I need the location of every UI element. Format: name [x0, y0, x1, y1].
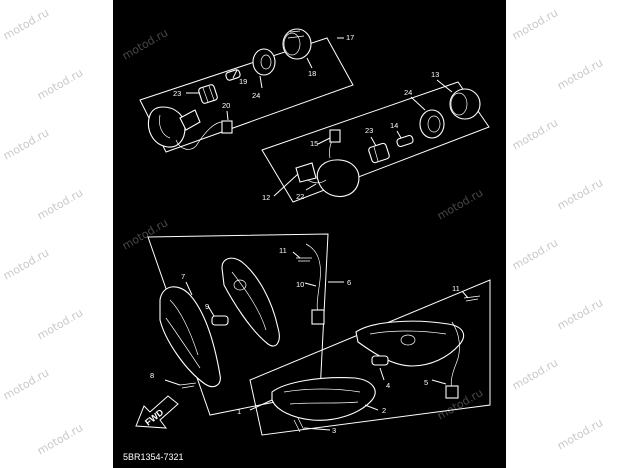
label-10: 10 [296, 280, 304, 289]
connector [311, 309, 325, 325]
leader-20 [226, 110, 229, 121]
screw-11 [463, 295, 481, 302]
wire-harness [305, 243, 321, 313]
stay [179, 109, 201, 131]
connector-20 [221, 120, 233, 134]
label-24: 24 [252, 91, 260, 100]
lens-detail [289, 401, 359, 405]
label-24: 24 [404, 88, 412, 97]
lens-inner [450, 92, 468, 116]
label-1: 1 [237, 407, 241, 416]
label-14: 14 [390, 121, 398, 130]
fwd-arrow-shape [135, 395, 179, 429]
assembly-12-outline [261, 81, 490, 203]
label-19: 19 [239, 77, 247, 86]
lens-inner [283, 32, 301, 56]
gasket-inner [260, 54, 272, 70]
leader-24 [410, 96, 426, 111]
label-22: 22 [296, 192, 304, 201]
leader-22 [305, 183, 317, 191]
leader-11 [461, 290, 469, 299]
leader-2 [364, 404, 379, 411]
connector-5 [445, 385, 459, 399]
assembly-17-rear-signal: 23 19 24 18 20 17 [139, 28, 354, 153]
assembly-1-front-signal: 1 2 3 4 5 11 [237, 279, 491, 436]
label-7: 7 [181, 272, 185, 281]
label-5: 5 [424, 378, 428, 387]
housing-hole [233, 279, 247, 291]
leader-11 [292, 251, 301, 259]
assembly-1-outline [249, 279, 491, 436]
lens-detail [283, 388, 361, 393]
leader-10 [304, 282, 317, 287]
label-20: 20 [222, 101, 230, 110]
leader-7 [185, 281, 193, 296]
gasket-24 [252, 48, 276, 76]
label-3: 3 [332, 426, 336, 435]
label-17: 17 [346, 33, 354, 42]
stay-bracket [295, 162, 317, 183]
diagram-code: 5BR1354-7321 [123, 452, 184, 462]
bulb-19 [225, 69, 241, 81]
label-8: 8 [150, 371, 154, 380]
label-15: 15 [310, 139, 318, 148]
gasket-24 [419, 109, 445, 139]
wire-harness [450, 321, 460, 391]
lens-detail [287, 30, 305, 39]
leader-24 [259, 75, 263, 89]
housing-hole [400, 334, 416, 346]
lens-7 [159, 286, 221, 388]
leader-8 [164, 379, 181, 386]
bulb-9 [211, 315, 229, 326]
leader-4 [379, 367, 385, 381]
leader-19 [232, 69, 238, 79]
screw-11 [296, 257, 312, 262]
wire [175, 139, 197, 150]
leader-9 [207, 305, 215, 317]
bulb-14 [396, 134, 414, 148]
lamp-housing [316, 159, 360, 198]
leader-15 [317, 137, 331, 145]
label-18: 18 [308, 69, 316, 78]
leader-5 [431, 379, 447, 385]
label-11: 11 [452, 284, 460, 293]
housing-detail [231, 271, 267, 331]
leader-13 [436, 79, 453, 93]
label-6: 6 [347, 278, 351, 287]
lens-13 [449, 88, 481, 120]
leader-1 [249, 399, 273, 411]
leader-23 [370, 136, 377, 147]
label-4: 4 [386, 381, 390, 390]
socket-rib [202, 87, 209, 103]
leader-3 [303, 427, 331, 431]
housing-detail [159, 114, 171, 139]
socket-23 [368, 142, 390, 164]
socket-rib [373, 146, 379, 162]
assembly-12-rear-signal: 23 14 24 13 15 12 22 [261, 70, 490, 203]
lens-2 [271, 377, 376, 421]
screw-8 [179, 382, 197, 389]
housing-detail [369, 330, 447, 335]
label-11: 11 [279, 246, 287, 255]
bulb [371, 355, 389, 366]
label-12: 12 [262, 193, 270, 202]
lens-18 [282, 28, 312, 60]
leader-14 [396, 130, 402, 139]
label-9: 9 [205, 302, 209, 311]
screw-3 [293, 417, 305, 433]
label-23: 23 [173, 89, 181, 98]
lens-detail [165, 317, 201, 369]
label-13: 13 [431, 70, 439, 79]
housing [221, 257, 280, 347]
connector-15 [329, 129, 341, 143]
gasket-inner [427, 115, 441, 133]
label-23: 23 [365, 126, 373, 135]
socket-rib [208, 85, 215, 101]
leader-18 [306, 57, 313, 69]
leader-12 [273, 173, 299, 197]
lens-detail [169, 299, 199, 356]
label-2: 2 [382, 406, 386, 415]
